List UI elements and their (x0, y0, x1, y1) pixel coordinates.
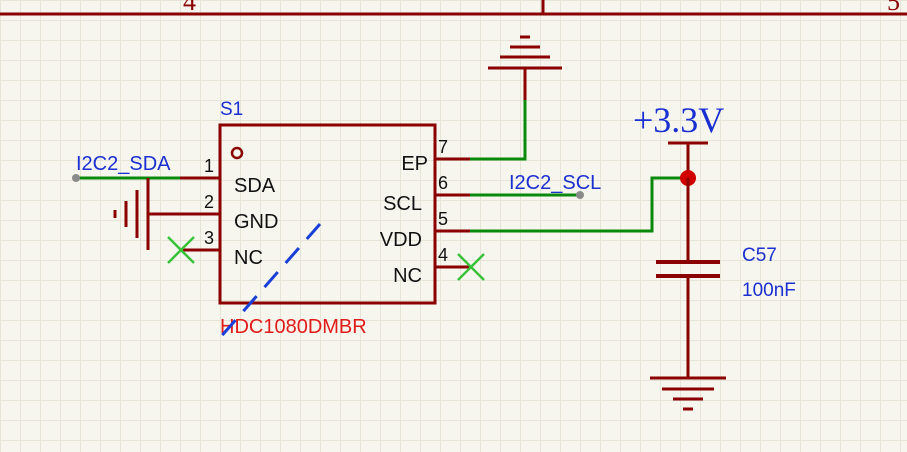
net-label-sda[interactable]: I2C2_SDA (76, 153, 171, 175)
capacitor-designator[interactable]: C57 (742, 245, 777, 266)
wire-vdd[interactable] (470, 176, 688, 233)
pin-name-scl: SCL (383, 193, 422, 215)
pin-name-gnd: GND (234, 211, 278, 233)
ground-symbol-bottom-icon[interactable] (650, 376, 726, 411)
capacitor-value[interactable]: 100nF (742, 280, 796, 301)
power-net-label[interactable]: +3.3V (633, 100, 724, 140)
pin-number-5: 5 (438, 209, 448, 229)
pin-number-6: 6 (438, 173, 448, 193)
pin-name-vdd: VDD (380, 229, 422, 251)
zone-label-right: 5 (887, 0, 900, 16)
pin-number-1: 1 (204, 156, 214, 176)
ground-symbol-left-icon[interactable] (113, 178, 150, 250)
pin-name-nc-right: NC (393, 265, 422, 287)
pin-number-3: 3 (204, 228, 214, 248)
ground-symbol-top-icon[interactable] (488, 35, 562, 100)
pin-name-sda: SDA (234, 175, 276, 197)
sda-net-endpoint[interactable] (72, 174, 80, 182)
pin-number-4: 4 (438, 245, 448, 265)
wire-ep-ground[interactable] (470, 100, 527, 161)
no-connect-pin4-icon (457, 253, 485, 281)
dnp-slash-mark (216, 223, 322, 341)
net-label-scl[interactable]: I2C2_SCL (509, 172, 601, 194)
pin-name-ep: EP (401, 153, 428, 175)
pin1-marker-icon (230, 146, 244, 160)
pin-number-7: 7 (438, 137, 448, 157)
pin-number-2: 2 (204, 192, 214, 212)
capacitor-symbol[interactable] (656, 178, 720, 378)
zone-label-left: 4 (183, 0, 196, 16)
scl-net-endpoint[interactable] (576, 191, 584, 199)
component-part-number[interactable]: HDC1080DMBR (220, 316, 367, 338)
pin-name-nc-left: NC (234, 247, 263, 269)
component-designator[interactable]: S1 (220, 99, 243, 120)
no-connect-pin3-icon (167, 236, 195, 264)
sheet-border: 4 5 (0, 0, 907, 16)
